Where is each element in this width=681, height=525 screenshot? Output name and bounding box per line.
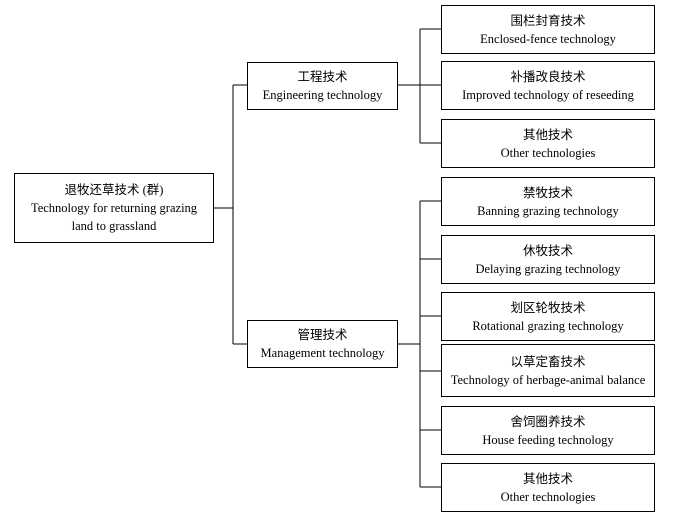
- leaf-label-zh: 禁牧技术: [522, 185, 573, 200]
- branch-label-en: Management technology: [260, 346, 385, 360]
- branch-label-en: Engineering technology: [262, 88, 383, 102]
- root-label-en: Technology for returning grazing land to…: [30, 201, 198, 233]
- branch-management-node: 管理技术 Management technology: [247, 320, 398, 368]
- leaf-label-en: Technology of herbage-animal balance: [450, 372, 646, 387]
- leaf-enclosed-fence-node: 围栏封育技术 Enclosed-fence technology: [441, 5, 655, 54]
- leaf-label-en: Enclosed-fence technology: [480, 31, 616, 46]
- leaf-label-en: Banning grazing technology: [477, 203, 619, 218]
- root-label-zh: 退牧还草技术 (群): [64, 183, 164, 197]
- leaf-label-en: Rotational grazing technology: [472, 318, 624, 333]
- leaf-label-en: Improved technology of reseeding: [462, 87, 634, 102]
- branch-label-zh: 工程技术: [297, 70, 348, 84]
- leaf-label-en: Other technologies: [500, 489, 596, 504]
- leaf-herbage-animal-balance-node: 以草定畜技术 Technology of herbage-animal bala…: [441, 344, 655, 397]
- leaf-label-zh: 以草定畜技术: [510, 354, 586, 369]
- leaf-label-zh: 划区轮牧技术: [510, 300, 586, 315]
- leaf-label-en: House feeding technology: [482, 432, 614, 447]
- leaf-house-feeding-node: 舍饲圈养技术 House feeding technology: [441, 406, 655, 455]
- leaf-label-en: Delaying grazing technology: [475, 261, 621, 276]
- leaf-label-zh: 休牧技术: [522, 243, 573, 258]
- branch-engineering-node: 工程技术 Engineering technology: [247, 62, 398, 110]
- leaf-label-en: Other technologies: [500, 145, 596, 160]
- leaf-other-management-node: 其他技术 Other technologies: [441, 463, 655, 512]
- leaf-other-engineering-node: 其他技术 Other technologies: [441, 119, 655, 168]
- leaf-label-zh: 舍饲圈养技术: [510, 414, 586, 429]
- root-node: 退牧还草技术 (群) Technology for returning graz…: [14, 173, 214, 243]
- leaf-banning-grazing-node: 禁牧技术 Banning grazing technology: [441, 177, 655, 226]
- leaf-label-zh: 补播改良技术: [510, 69, 586, 84]
- leaf-label-zh: 其他技术: [522, 127, 573, 142]
- leaf-rotational-grazing-node: 划区轮牧技术 Rotational grazing technology: [441, 292, 655, 341]
- leaf-reseeding-node: 补播改良技术 Improved technology of reseeding: [441, 61, 655, 110]
- leaf-label-zh: 围栏封育技术: [510, 13, 586, 28]
- leaf-delaying-grazing-node: 休牧技术 Delaying grazing technology: [441, 235, 655, 284]
- branch-label-zh: 管理技术: [297, 328, 348, 342]
- leaf-label-zh: 其他技术: [522, 471, 573, 486]
